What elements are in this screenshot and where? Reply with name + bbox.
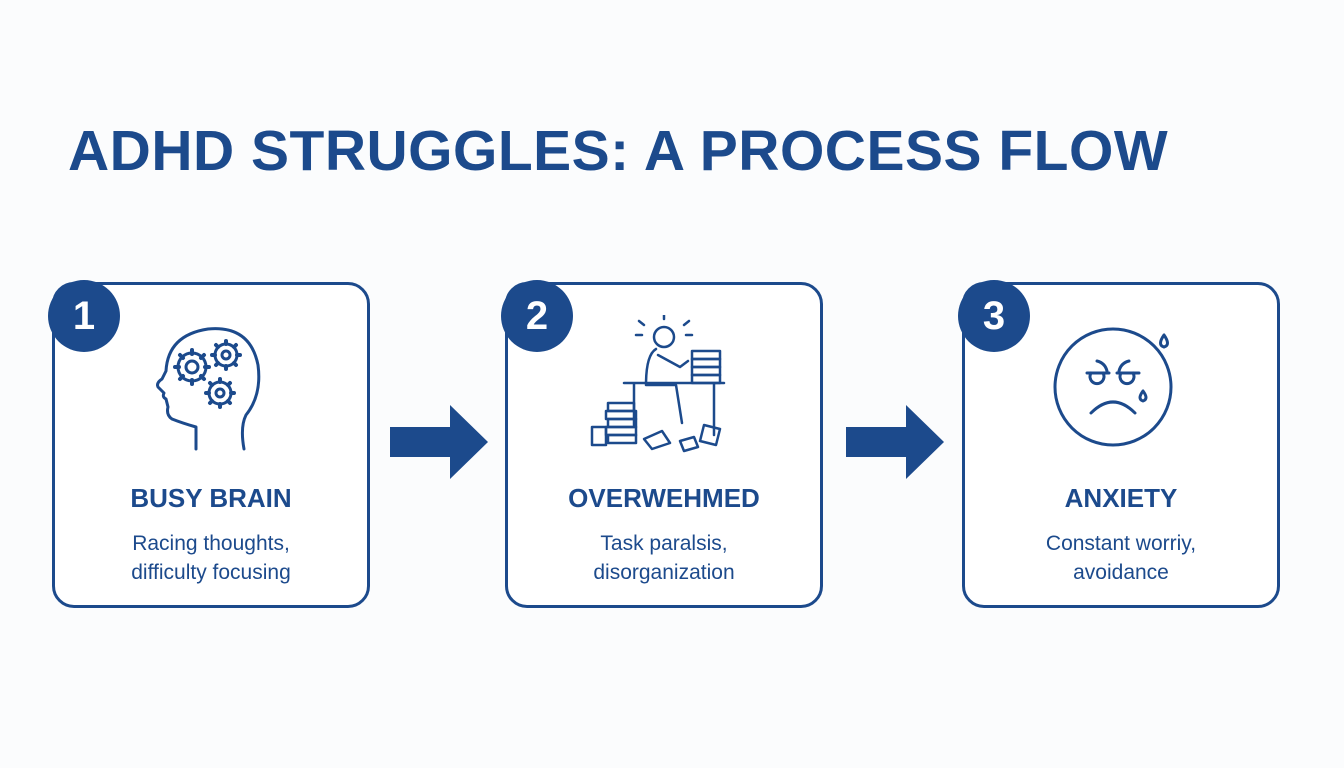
arrow-right-icon (390, 405, 488, 479)
step-description: Racing thoughts, difficulty focusing (55, 529, 367, 587)
step-number-badge: 3 (958, 280, 1030, 352)
step-card-busy-brain: BUSY BRAIN Racing thoughts, difficulty f… (52, 282, 370, 608)
step-card-anxiety: ANXIETY Constant worriy, avoidance (962, 282, 1280, 608)
desc-line: Task paralsis, (600, 532, 728, 555)
desc-line: disorganization (593, 561, 735, 584)
desc-line: avoidance (1073, 561, 1169, 584)
head-gears-icon (55, 315, 367, 455)
step-number-badge: 2 (501, 280, 573, 352)
arrow-right-icon (846, 405, 944, 479)
step-description: Constant worriy, avoidance (965, 529, 1277, 587)
worried-face-icon (965, 315, 1277, 455)
step-card-overwhelmed: OVERWEHMED Task paralsis, disorganizatio… (505, 282, 823, 608)
step-heading: BUSY BRAIN (130, 483, 292, 513)
desc-line: Racing thoughts, (132, 532, 290, 555)
overwhelmed-desk-icon (508, 315, 820, 455)
step-heading: ANXIETY (1064, 483, 1178, 513)
step-number-badge: 1 (48, 280, 120, 352)
step-heading: OVERWEHMED (568, 483, 760, 513)
page-title: ADHD STRUGGLES: A PROCESS FLOW (68, 119, 1169, 183)
desc-line: Constant worriy, (1045, 532, 1197, 555)
desc-line: difficulty focusing (131, 561, 291, 584)
step-description: Task paralsis, disorganization (508, 529, 820, 587)
